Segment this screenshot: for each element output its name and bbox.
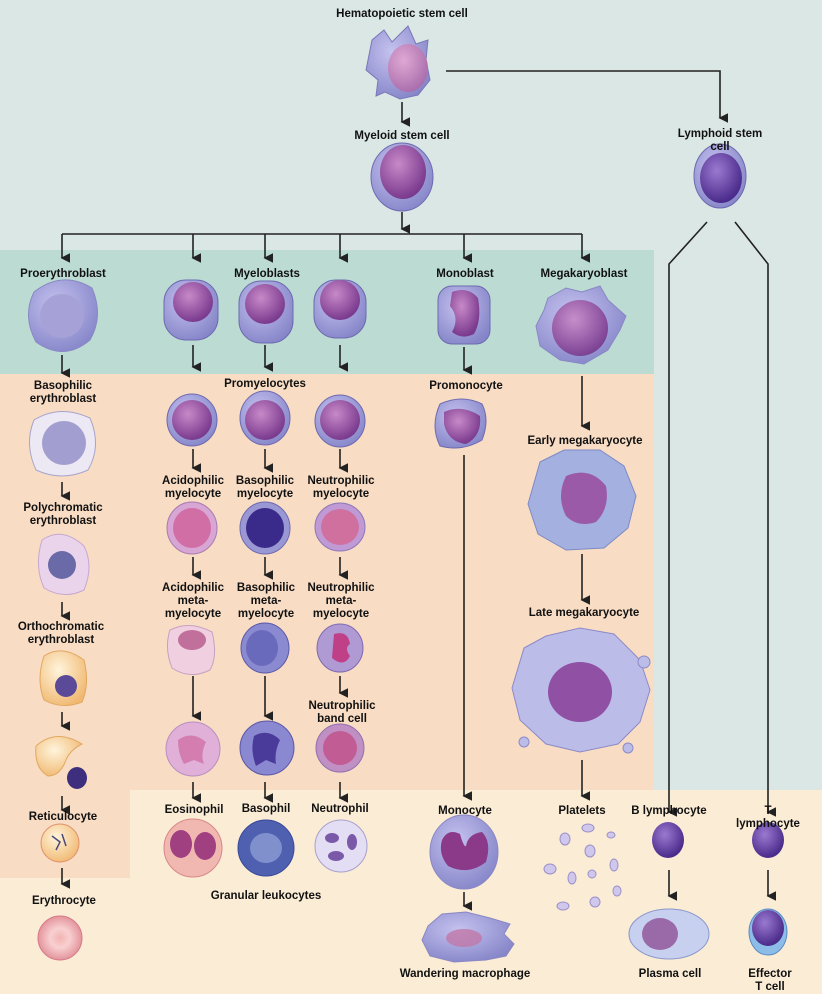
label-eosinophil: Eosinophil bbox=[164, 804, 224, 816]
label-neutrophilic-band-cell: Neutrophilic band cell bbox=[308, 700, 376, 725]
effector-t-cell-icon bbox=[748, 908, 788, 956]
promonocyte-icon bbox=[434, 398, 487, 449]
label-basophilic-erythroblast: Basophilic erythroblast bbox=[29, 380, 97, 405]
label-b-lymphocyte: B lymphocyte bbox=[631, 805, 707, 817]
myeloid-stem-cell-icon bbox=[370, 142, 434, 212]
label-erythrocyte: Erythrocyte bbox=[32, 895, 96, 907]
label-megakaryoblast: Megakaryoblast bbox=[540, 268, 628, 280]
hematopoietic-stem-cell-icon bbox=[365, 25, 431, 100]
basophilic-erythroblast-icon bbox=[29, 411, 96, 477]
b-lymphocyte-icon bbox=[652, 822, 684, 858]
label-myeloid-stem-cell: Myeloid stem cell bbox=[354, 130, 450, 142]
label-lymphoid-stem-cell: Lymphoid stem cell bbox=[677, 128, 763, 153]
t-lymphocyte-icon bbox=[752, 822, 784, 858]
label-orthochromatic-erythroblast: Orthochromatic erythroblast bbox=[17, 621, 105, 646]
early-megakaryocyte-icon bbox=[527, 449, 637, 551]
neutrophil-icon bbox=[314, 819, 368, 873]
label-neutrophilic-myelocyte: Neutrophilic myelocyte bbox=[307, 475, 375, 500]
lymphoid-stem-cell-icon bbox=[693, 143, 747, 209]
basophilic-band-icon bbox=[239, 720, 295, 776]
label-myeloblasts: Myeloblasts bbox=[234, 268, 300, 280]
label-polychromatic-erythroblast: Polychromatic erythroblast bbox=[23, 502, 103, 527]
neutrophilic-band-cell-icon bbox=[315, 723, 365, 773]
label-promyelocytes: Promyelocytes bbox=[224, 378, 306, 390]
label-platelets: Platelets bbox=[558, 805, 606, 817]
label-late-megakaryocyte: Late megakaryocyte bbox=[528, 607, 640, 619]
arrow-lymphoid-b bbox=[667, 221, 708, 817]
basophilic-metamyelocyte-icon bbox=[240, 622, 290, 674]
megakaryoblast-icon bbox=[535, 285, 627, 365]
arrow-lymphoid-t bbox=[734, 221, 776, 817]
basophilic-myelocyte-icon bbox=[239, 501, 291, 555]
basophil-icon bbox=[237, 819, 295, 877]
label-effector-t-cell: Effector T cell bbox=[748, 968, 792, 993]
reticulocyte-icon bbox=[40, 823, 80, 863]
label-neutrophilic-metamyelocyte: Neutrophilic meta- myelocyte bbox=[307, 582, 375, 620]
label-basophilic-myelocyte: Basophilic myelocyte bbox=[235, 475, 295, 500]
erythrocyte-icon bbox=[37, 915, 83, 961]
eosinophil-icon bbox=[163, 818, 223, 878]
label-monocyte: Monocyte bbox=[438, 805, 492, 817]
label-acidophilic-metamyelocyte: Acidophilic meta- myelocyte bbox=[162, 582, 224, 620]
myeloblast-icon bbox=[313, 279, 367, 339]
acidophilic-metamyelocyte-icon bbox=[166, 625, 216, 675]
label-reticulocyte: Reticulocyte bbox=[28, 811, 98, 823]
label-early-megakaryocyte: Early megakaryocyte bbox=[527, 435, 643, 447]
label-promonocyte: Promonocyte bbox=[429, 380, 503, 392]
promyelocyte-icon bbox=[239, 390, 291, 446]
neutrophilic-myelocyte-icon bbox=[314, 502, 366, 552]
myeloblast-icon bbox=[238, 280, 294, 344]
acidophilic-band-icon bbox=[165, 721, 221, 777]
late-megakaryocyte-icon bbox=[511, 627, 651, 754]
label-hematopoietic-stem-cell: Hematopoietic stem cell bbox=[336, 8, 468, 20]
orthochromatic-erythroblast-icon bbox=[39, 650, 88, 706]
label-granular-leukocytes: Granular leukocytes bbox=[210, 890, 322, 902]
label-acidophilic-myelocyte: Acidophilic myelocyte bbox=[162, 475, 224, 500]
acidophilic-myelocyte-icon bbox=[166, 501, 218, 555]
myeloblast-icon bbox=[163, 279, 219, 341]
polychromatic-erythroblast-icon bbox=[38, 533, 90, 595]
monocyte-icon bbox=[429, 814, 499, 890]
promyelocyte-icon bbox=[314, 394, 366, 448]
label-wandering-macrophage: Wandering macrophage bbox=[399, 968, 531, 980]
arrow-hsc-lymphoid bbox=[446, 70, 728, 123]
label-plasma-cell: Plasma cell bbox=[638, 968, 702, 980]
label-basophilic-metamyelocyte: Basophilic meta- myelocyte bbox=[236, 582, 296, 620]
platelets-icon bbox=[543, 823, 622, 911]
label-proerythroblast: Proerythroblast bbox=[20, 268, 106, 280]
monoblast-icon bbox=[437, 285, 491, 345]
label-basophil: Basophil bbox=[241, 803, 291, 815]
nucleus-extrusion-icon bbox=[35, 736, 87, 789]
label-t-lymphocyte: T lymphocyte bbox=[736, 805, 800, 830]
promyelocyte-icon bbox=[166, 393, 218, 447]
label-monoblast: Monoblast bbox=[436, 268, 494, 280]
wandering-macrophage-icon bbox=[421, 911, 515, 963]
label-neutrophil: Neutrophil bbox=[311, 803, 369, 815]
proerythroblast-icon bbox=[28, 279, 98, 352]
plasma-cell-icon bbox=[628, 908, 710, 960]
neutrophilic-metamyelocyte-icon bbox=[316, 623, 364, 673]
